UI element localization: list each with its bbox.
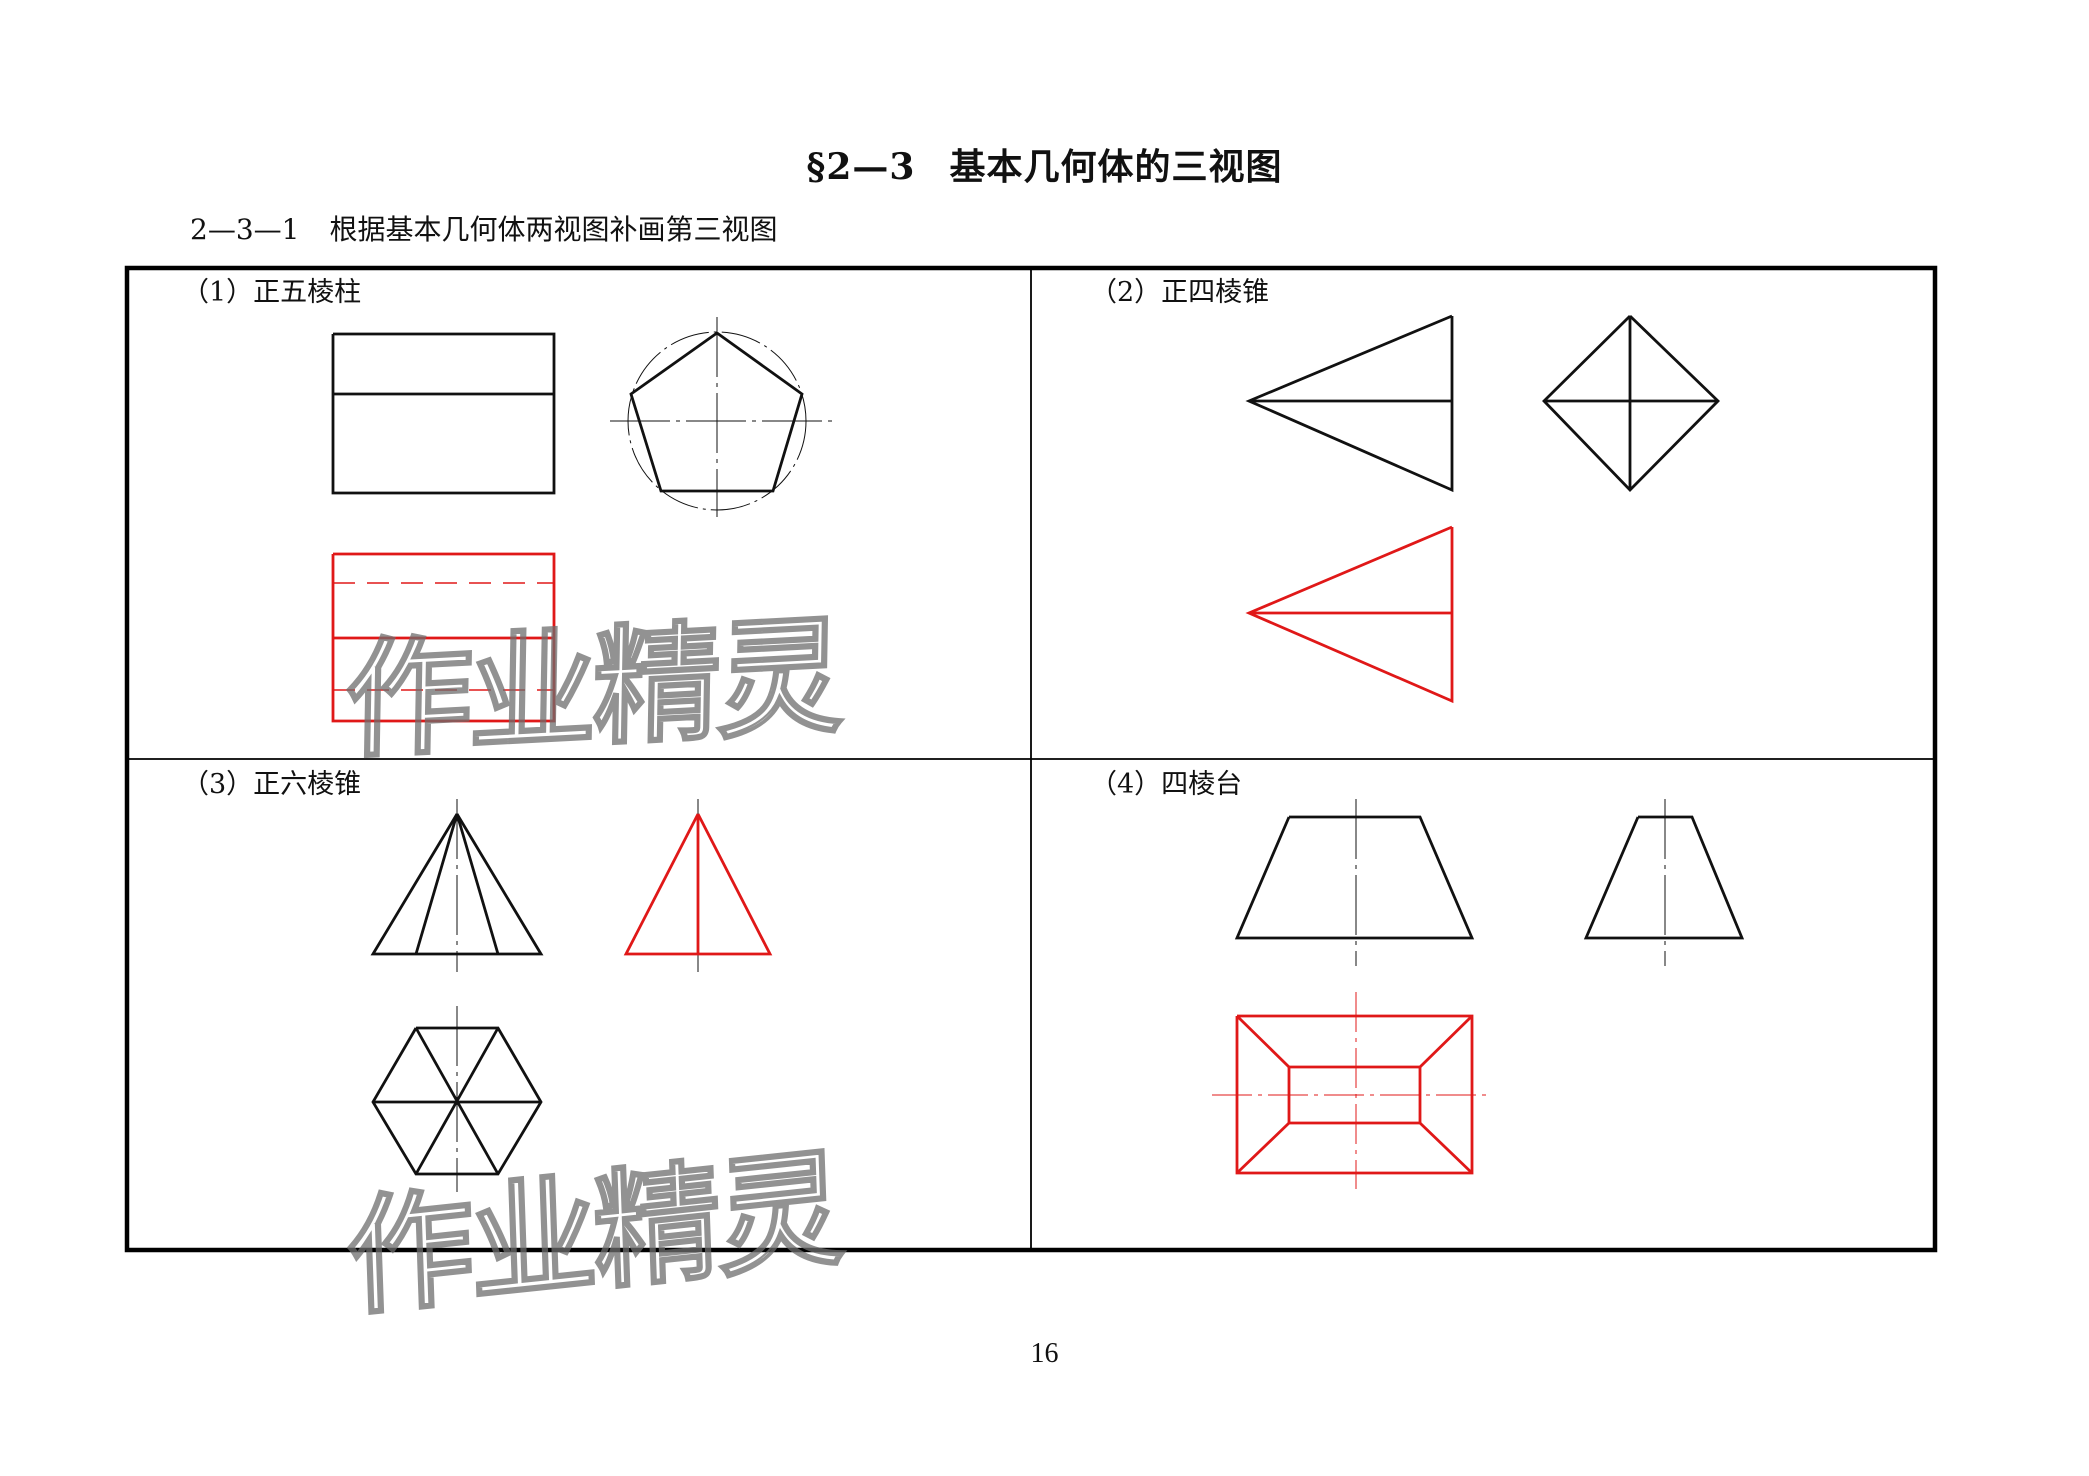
answer-edge: [331, 552, 556, 723]
panel-label-4: （4）四棱台: [1090, 769, 1243, 800]
section-heading: 基本几何体的三视图: [949, 146, 1283, 188]
page-number: 16: [1030, 1338, 1059, 1369]
visible-edge: [1245, 314, 1454, 493]
panel-label-2: （2）正四棱锥: [1090, 277, 1270, 308]
visible-edge: [331, 332, 556, 495]
visible-edge: [414, 813, 459, 955]
panel-label-3: （3）正六棱锥: [182, 769, 362, 800]
answer-views: [331, 525, 1489, 1189]
visible-edge: [1583, 815, 1745, 940]
section-number: §2—3: [806, 146, 916, 188]
exercise-frame: [124, 265, 1938, 1253]
panel-label-1: （1）正五棱柱: [182, 277, 362, 308]
exercise-title: 2—3—1 根据基本几何体两视图补画第三视图: [190, 208, 777, 248]
section-title: §2—3 基本几何体的三视图: [0, 138, 2089, 190]
answer-edge: [1236, 1015, 1290, 1068]
given-views: [331, 314, 1745, 1192]
answer-edge: [1419, 1015, 1473, 1068]
exercise-number: 2—3—1: [190, 213, 300, 246]
answer-edge: [1419, 1121, 1473, 1175]
exercise-instruction: 根据基本几何体两视图补画第三视图: [329, 213, 778, 246]
visible-edge: [455, 813, 500, 955]
answer-edge: [1236, 1121, 1290, 1175]
visible-edge: [1234, 815, 1475, 940]
construction-circle: [627, 331, 807, 511]
